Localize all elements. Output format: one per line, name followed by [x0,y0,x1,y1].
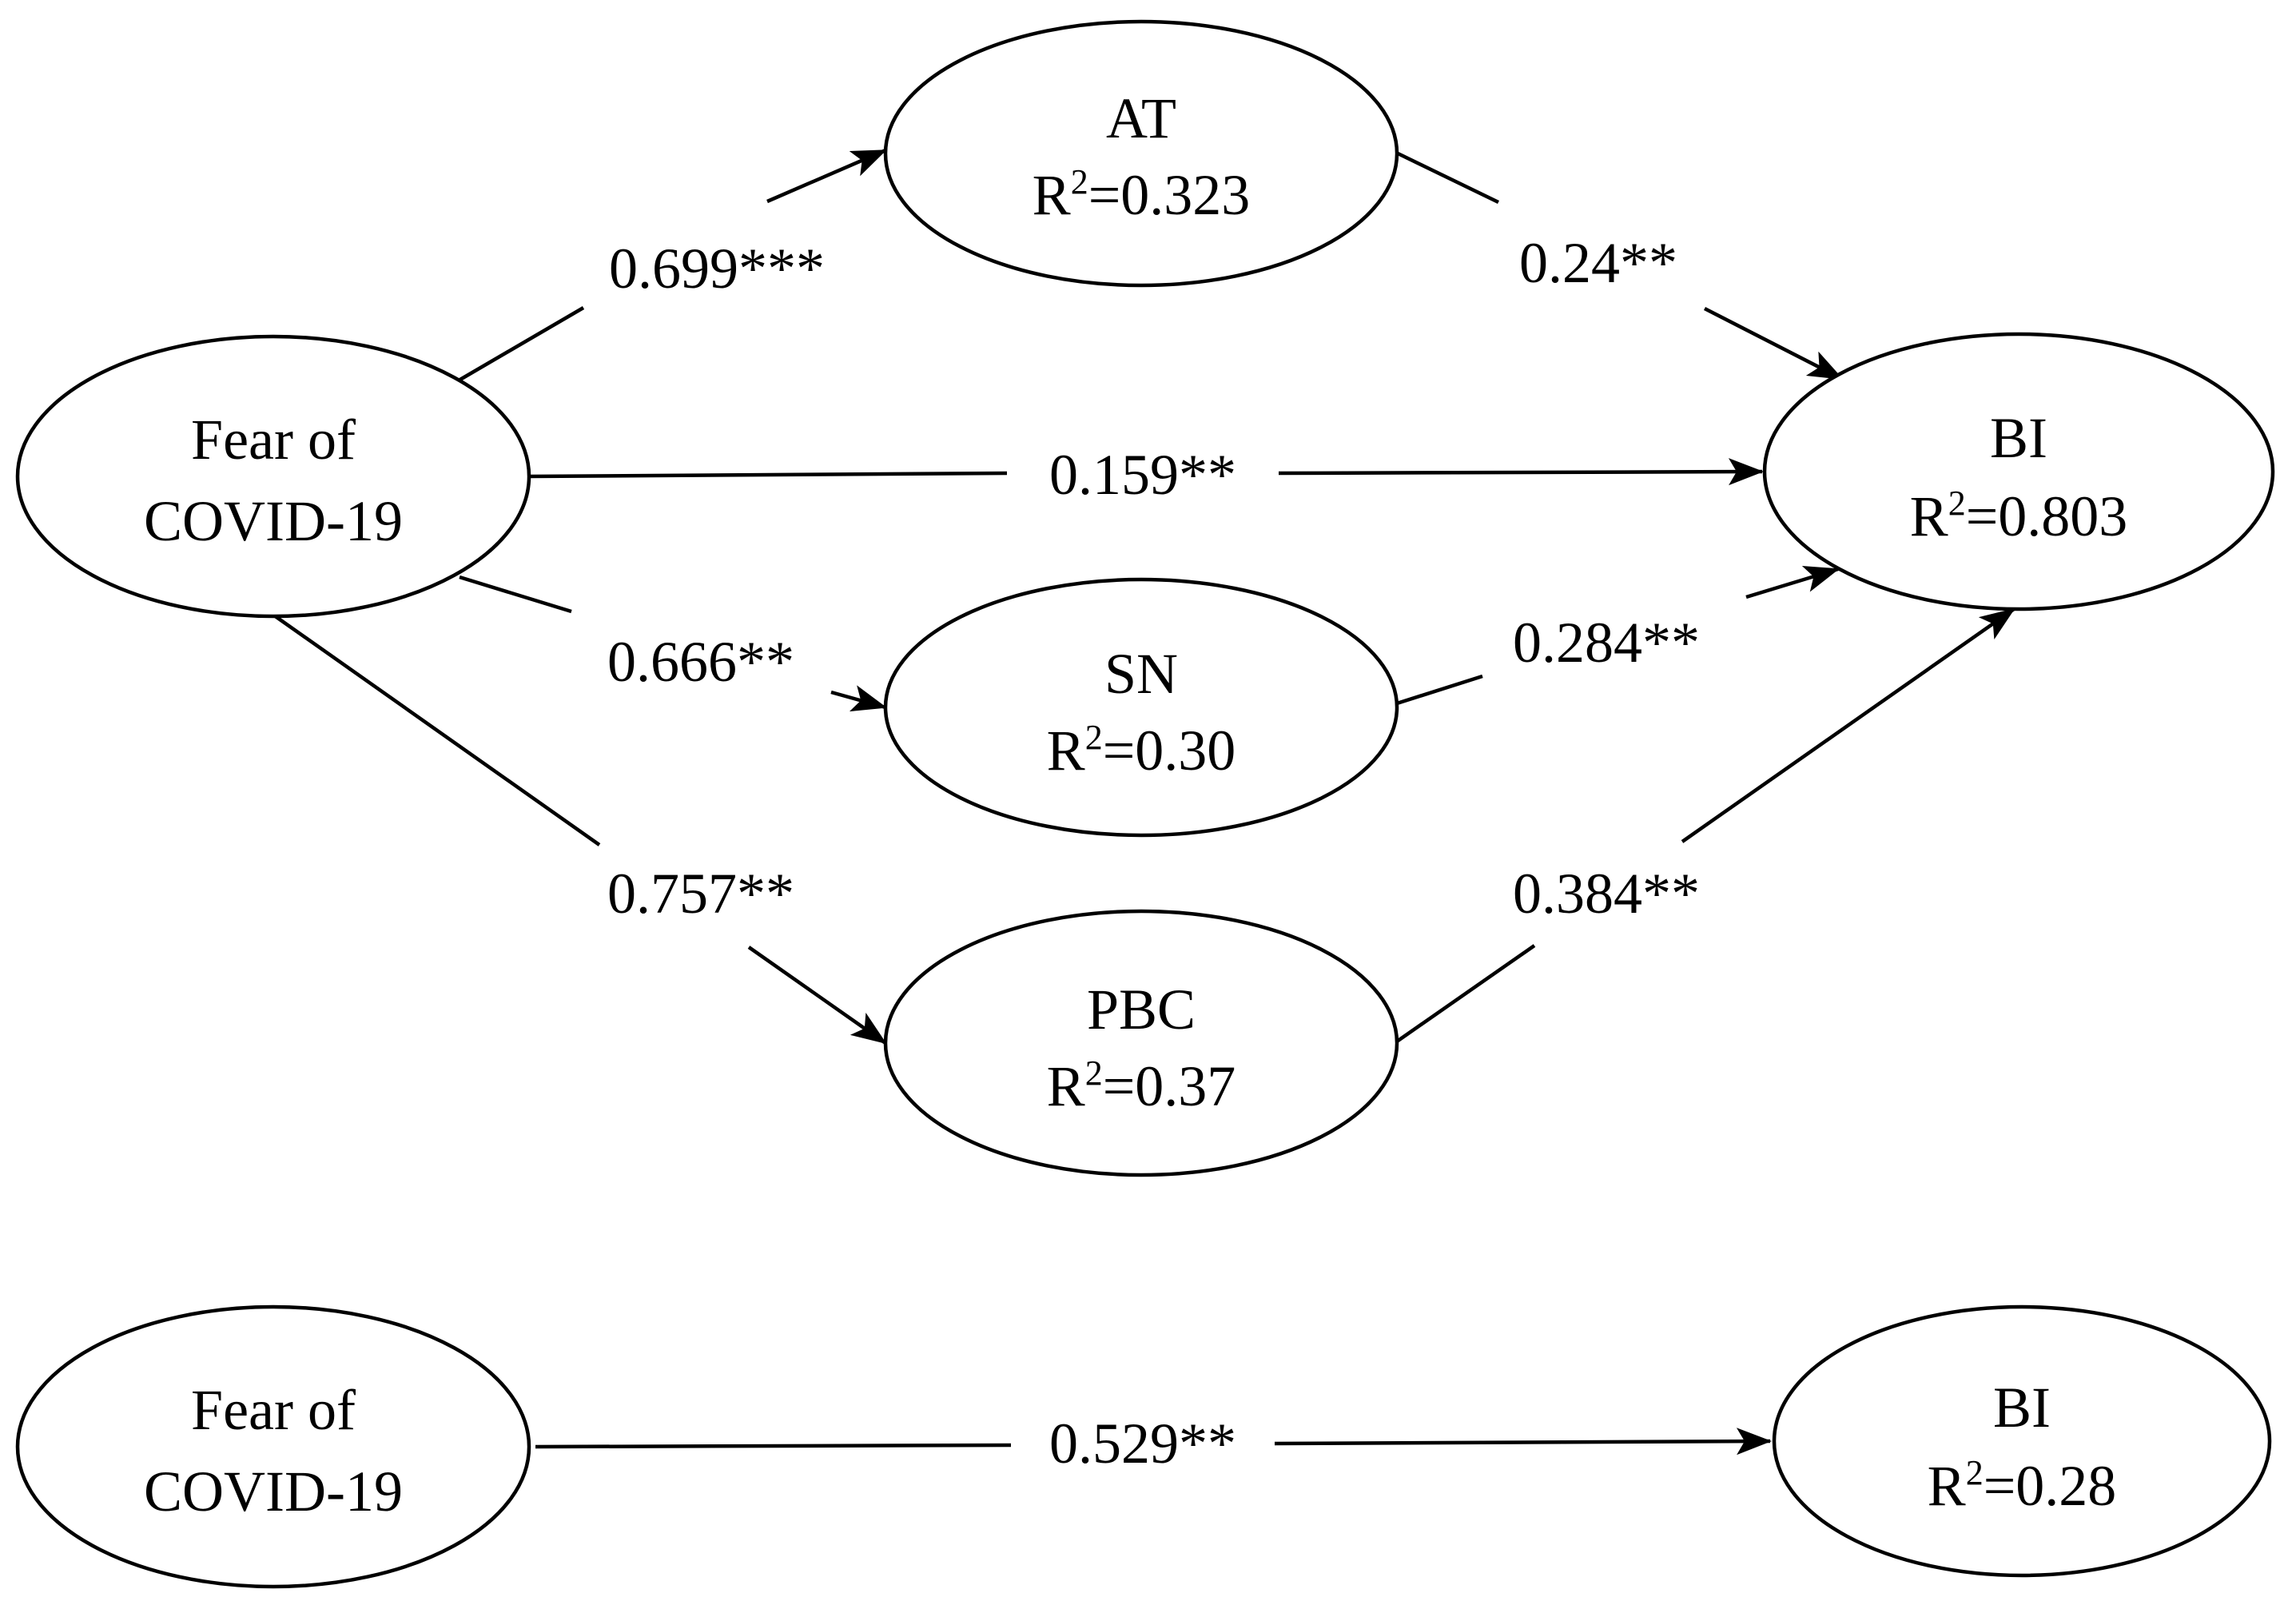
node-bi: BI R2=0.803 [1762,332,2275,611]
edge-fear-pbc-segment-a [273,614,601,846]
edge-at-bi-segment-b [1703,306,1844,381]
node-direct-fear-of-covid-19: Fear of COVID-19 [15,1304,531,1589]
node-direct-bi-label: BI [1993,1376,2051,1440]
edge-at-bi-segment-a [1394,149,1499,205]
edge-fear-bi-segment-b [1278,458,1764,486]
edge-sn-bi-label: 0.284** [1513,611,1700,675]
node-pbc: PBC R2=0.37 [883,909,1399,1177]
edge-at-bi-label: 0.24** [1519,231,1677,295]
node-direct-bi: BI R2=0.28 [1772,1304,2272,1578]
edge-fear-sn-segment-a [459,575,572,614]
edge-fear-pbc-label: 0.757** [607,862,794,926]
edge-sn-bi-segment-b [1745,565,1840,599]
node-at-r2: R2=0.323 [1033,162,1251,227]
edge-pbc-bi-segment-a [1393,944,1536,1045]
edge-fear-sn-label: 0.666** [607,630,794,694]
node-sn-label: SN [1104,642,1178,706]
node-sn-r2: R2=0.30 [1047,718,1236,783]
node-direct-fear-label-line2: COVID-19 [144,1460,403,1523]
node-at: AT R2=0.323 [883,19,1399,288]
node-at-label: AT [1106,86,1176,150]
node-fear-label-line2: COVID-19 [144,489,403,553]
node-pbc-r2: R2=0.37 [1047,1053,1236,1118]
edge-direct-fear-bi-segment-a [535,1443,1012,1449]
node-sn: SN R2=0.30 [883,577,1399,838]
edge-sn-bi-segment-a [1396,674,1483,706]
edge-direct-fear-bi-segment-b [1274,1428,1772,1456]
node-fear-of-covid-19: Fear of COVID-19 [15,334,531,619]
node-bi-r2: R2=0.803 [1910,484,2128,548]
edge-pbc-bi-label: 0.384** [1513,862,1700,926]
edge-pbc-bi-segment-b [1681,607,2015,843]
edge-fear-pbc-segment-b [747,946,887,1045]
edge-direct-fear-bi-label: 0.529** [1049,1412,1236,1476]
edge-fear-bi-segment-a [528,471,1008,479]
node-bi-label: BI [1990,406,2047,470]
edge-fear-bi-label: 0.159** [1049,443,1236,507]
edge-fear-at-label: 0.699*** [609,237,825,301]
node-pbc-label: PBC [1087,978,1196,1041]
node-fear-label-line1: Fear of [191,408,356,472]
node-direct-bi-r2: R2=0.28 [1928,1453,2117,1518]
edge-fear-sn-segment-b [830,685,887,712]
edge-fear-at-segment-b [766,148,887,204]
node-direct-fear-label-line1: Fear of [191,1378,356,1442]
edge-fear-at-segment-a [452,306,585,385]
